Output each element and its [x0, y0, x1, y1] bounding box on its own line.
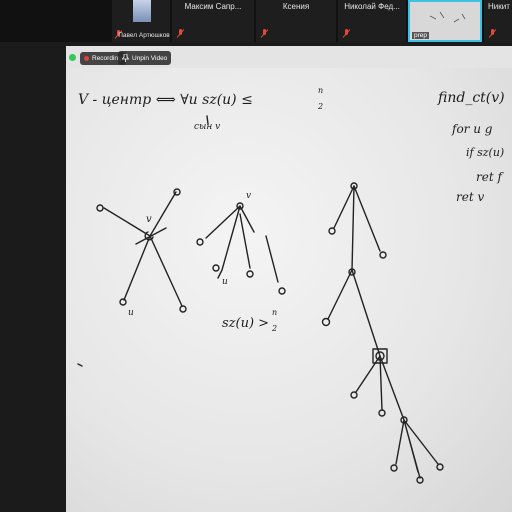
status-dot-icon: [69, 54, 76, 61]
pinned-video[interactable]: Recording Unpin Video V - центр ⟺ ∀u sz(…: [66, 46, 512, 512]
vertex-label: u: [128, 308, 134, 318]
participant-tile[interactable]: Максим Сапр...: [172, 0, 254, 42]
participants-strip: Павел Артюшков Максим Сапр... Ксения Ник…: [0, 0, 512, 42]
participant-tile[interactable]: Ксения: [256, 0, 336, 42]
board-line1: V - центр ⟺ ∀u sz(u) ≤: [78, 92, 253, 108]
participant-name: prep: [412, 32, 430, 39]
whiteboard-thumbnail-icon: [429, 11, 466, 23]
participant-tile[interactable]: Николай Фед...: [338, 0, 406, 42]
code-line: if sz(u): [466, 146, 505, 159]
mic-muted-icon: [115, 30, 122, 39]
graph-star: [96, 188, 187, 313]
board-line1-denom: 2: [318, 102, 324, 111]
board-cond2-numer: n: [272, 308, 278, 317]
participant-tile-active[interactable]: prep: [408, 0, 482, 42]
participant-name: Никит: [488, 2, 510, 11]
mic-muted-icon: [343, 29, 350, 38]
board-line1-sub: сын v: [194, 122, 221, 132]
recording-label: Recording: [92, 55, 122, 62]
vertex-label: v: [146, 214, 152, 225]
mic-muted-icon: [261, 29, 268, 38]
board-line1-numer: n: [318, 86, 324, 95]
record-dot-icon: [84, 56, 89, 61]
participant-name: Павел Артюшков: [118, 32, 170, 39]
participant-photo: [133, 0, 151, 22]
video-topbar: [66, 46, 512, 68]
unpin-video-label: Unpin Video: [132, 54, 168, 62]
participant-name: Максим Сапр...: [184, 2, 242, 11]
recording-badge: Recording: [80, 52, 126, 65]
code-line: for u g: [452, 122, 493, 136]
graph-tree: [321, 182, 444, 484]
mic-muted-icon: [489, 29, 496, 38]
tick-mark: [206, 115, 209, 125]
vertex-label: v: [246, 191, 252, 201]
unpin-video-button[interactable]: Unpin Video: [118, 51, 172, 65]
participant-name: Николай Фед...: [344, 2, 400, 11]
whiteboard: [66, 46, 512, 512]
participant-tile[interactable]: Павел Артюшков: [112, 0, 170, 42]
unpin-icon: [122, 54, 129, 62]
code-title: find_ct(v): [438, 90, 505, 106]
code-line: ret v: [456, 190, 485, 204]
code-line: ret f: [476, 170, 502, 184]
participant-name: Ксения: [282, 2, 310, 11]
vertex-label: u: [222, 277, 228, 287]
stray-mark: [77, 363, 83, 367]
whiteboard-drawing: [77, 115, 444, 484]
participant-tile[interactable]: Никит: [484, 0, 512, 42]
board-cond2: sz(u) >: [222, 316, 270, 331]
mic-muted-icon: [177, 29, 184, 38]
graph-subtree: [196, 202, 286, 295]
board-cond2-denom: 2: [272, 324, 278, 333]
